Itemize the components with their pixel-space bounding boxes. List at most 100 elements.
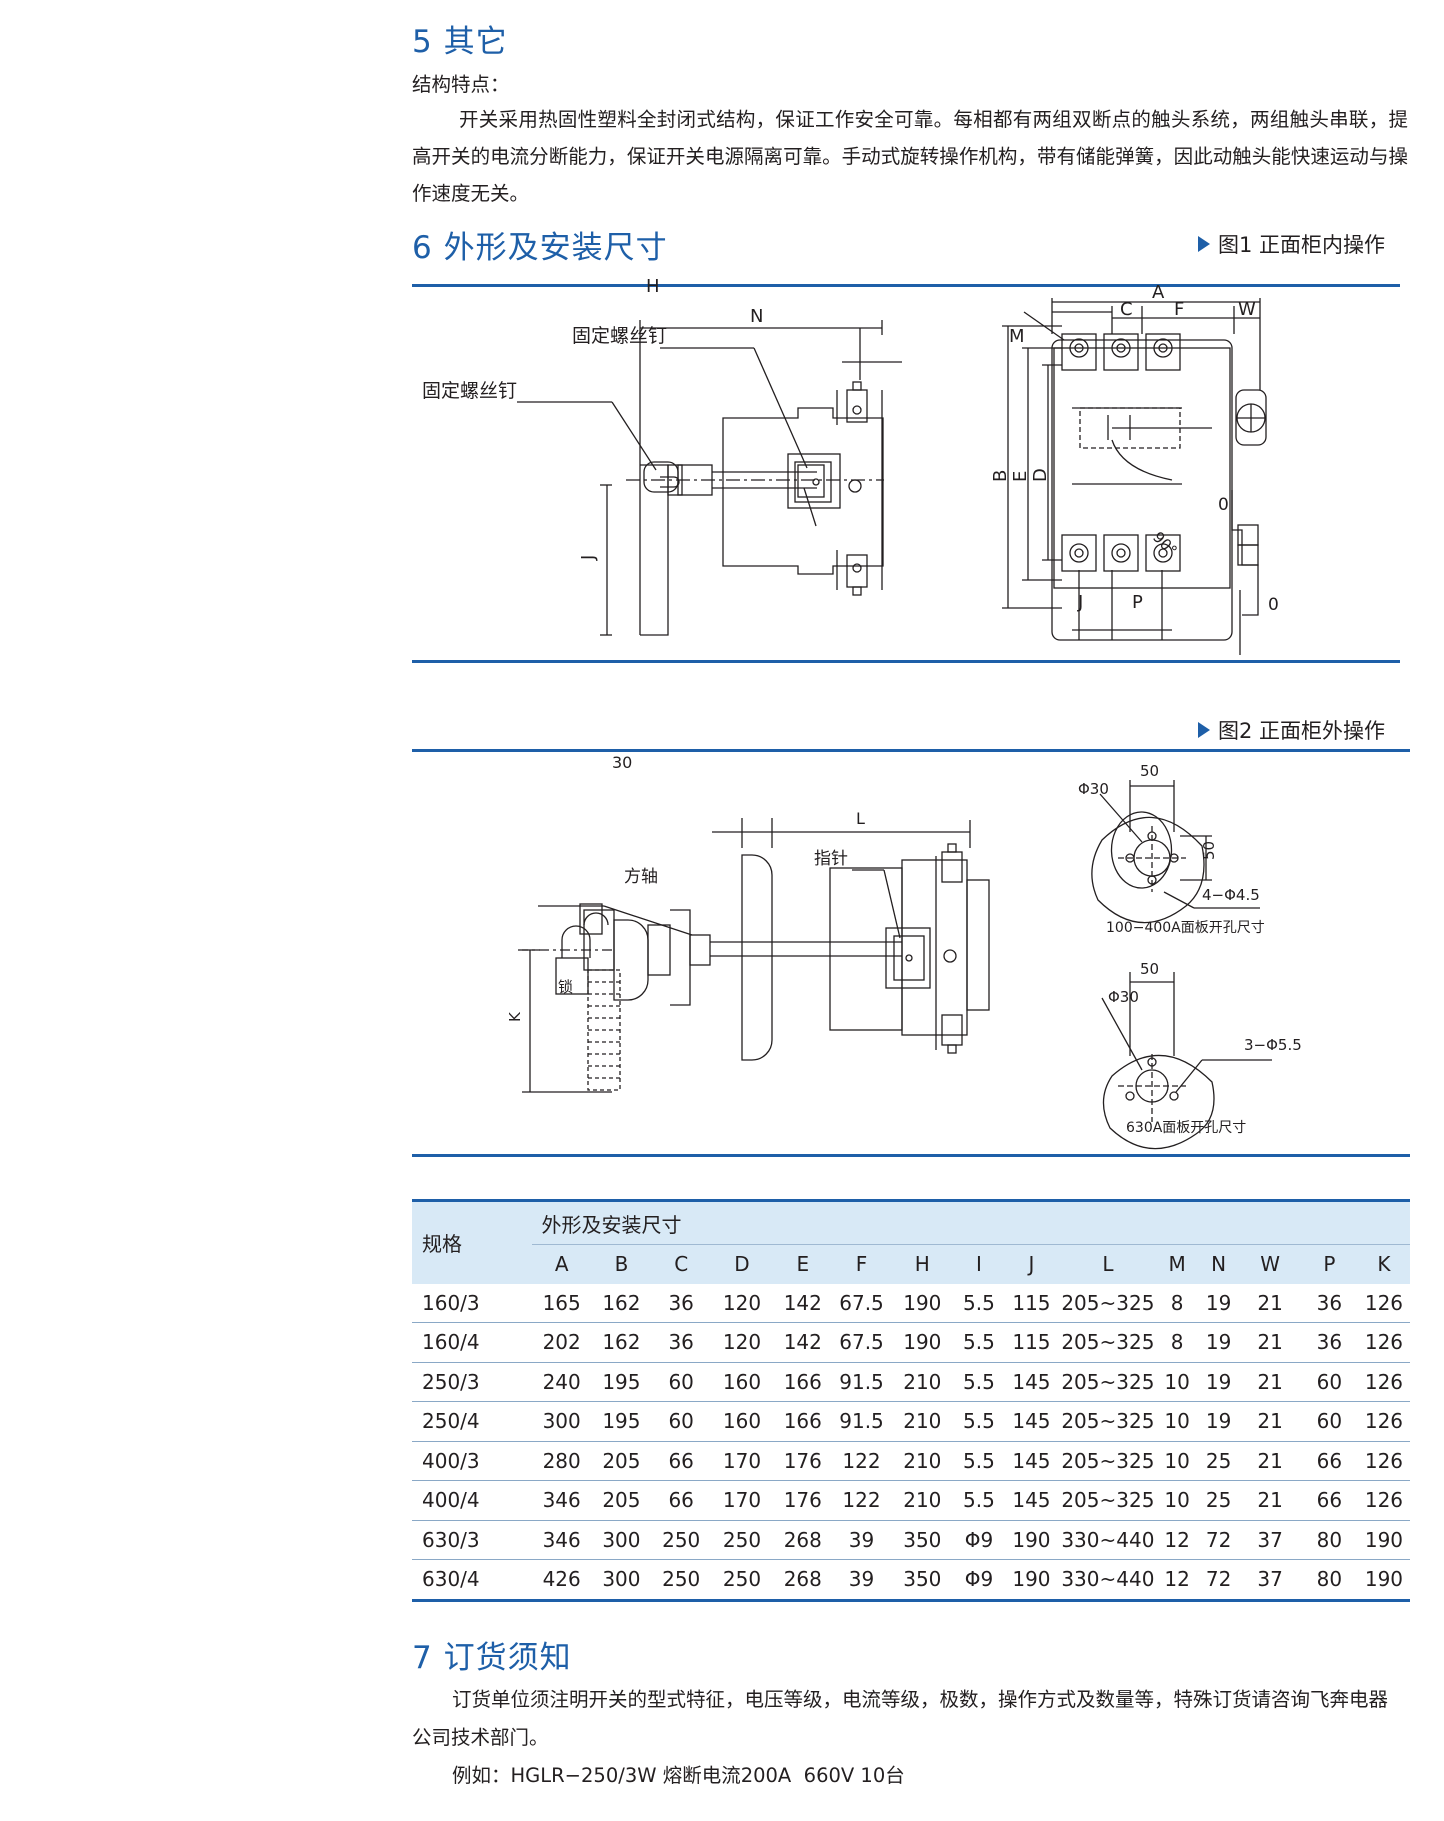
table-cell: 120 <box>711 1322 773 1363</box>
table-cell: 250 <box>651 1559 712 1602</box>
column-header: C <box>651 1244 712 1284</box>
panel1-phi30: Φ30 <box>1078 780 1109 798</box>
table-cell: 66 <box>651 1480 712 1521</box>
table-cell: 36 <box>1300 1322 1358 1363</box>
fig2-label: 图2 正面柜外操作 <box>1198 715 1385 745</box>
panel1-dim-50a: 50 <box>1140 762 1159 780</box>
column-header: N <box>1197 1244 1240 1284</box>
table-cell: 142 <box>772 1322 833 1363</box>
table-cell: 120 <box>711 1283 773 1323</box>
table-cell: 205~325 <box>1059 1480 1157 1521</box>
table-cell: 190 <box>890 1283 955 1323</box>
spec-cell: 400/4 <box>412 1480 532 1521</box>
table-cell: 268 <box>772 1559 833 1602</box>
table-cell: 330~440 <box>1059 1520 1157 1560</box>
section6-title: 6 外形及安装尺寸 <box>412 230 668 266</box>
table-cell: 115 <box>1003 1283 1060 1323</box>
table-cell: 160 <box>711 1362 773 1402</box>
table-cell: 205~325 <box>1059 1401 1157 1442</box>
table-cell: 122 <box>832 1441 891 1481</box>
table-cell: 190 <box>1003 1559 1060 1602</box>
table-cell: 39 <box>832 1520 891 1560</box>
fig1-drawing: H N 固定螺丝钉 固定螺丝钉 J M A C F W B E D 90° 0 … <box>422 276 1279 655</box>
table-cell: 205 <box>591 1441 652 1481</box>
table-cell: 205~325 <box>1059 1283 1157 1323</box>
group-header: 外形及安装尺寸 <box>531 1202 1410 1245</box>
table-cell: 300 <box>591 1520 652 1560</box>
table-cell: 21 <box>1239 1283 1301 1323</box>
spec-cell: 160/3 <box>412 1283 532 1323</box>
table-cell: 21 <box>1239 1480 1301 1521</box>
column-header: K <box>1357 1244 1410 1284</box>
table-cell: 5.5 <box>954 1441 1004 1481</box>
fig1-label-text: 图1 正面柜内操作 <box>1218 233 1386 257</box>
section7-paragraph: 订货单位须注明开关的型式特征，电压等级，电流等级，极数，操作方式及数量等，特殊订… <box>412 1688 1389 1749</box>
table-cell: 268 <box>772 1520 833 1560</box>
table-cell: 195 <box>591 1401 652 1442</box>
panel1-caption: 100−400A面板开孔尺寸 <box>1106 920 1265 936</box>
table-cell: 25 <box>1197 1480 1240 1521</box>
table-cell: 195 <box>591 1362 652 1402</box>
column-header: W <box>1239 1244 1301 1284</box>
table-cell: 19 <box>1197 1322 1240 1363</box>
table-cell: 346 <box>531 1480 592 1521</box>
table-cell: 122 <box>832 1480 891 1521</box>
table-cell: 66 <box>1300 1480 1358 1521</box>
table-cell: 190 <box>1357 1559 1410 1602</box>
table-cell: 21 <box>1239 1322 1301 1363</box>
fig2-drawing: 30 L 指针 方轴 锁 K Φ30 50 50 4−Φ4.5 100−400A… <box>506 753 1302 1150</box>
column-header: F <box>832 1244 891 1284</box>
table-cell: 300 <box>531 1401 592 1442</box>
table-cell: Φ9 <box>954 1559 1004 1602</box>
table-cell: 12 <box>1156 1559 1198 1602</box>
column-header: J <box>1003 1244 1060 1284</box>
fig1-dim-M: M <box>1009 326 1025 347</box>
column-header: H <box>890 1244 955 1284</box>
table-cell: 145 <box>1003 1480 1060 1521</box>
table-cell: 37 <box>1239 1520 1301 1560</box>
table-cell: 8 <box>1156 1283 1198 1323</box>
table-cell: 91.5 <box>832 1401 891 1442</box>
table-cell: 36 <box>651 1322 712 1363</box>
spec-cell: 160/4 <box>412 1322 532 1363</box>
table-cell: 330~440 <box>1059 1559 1157 1602</box>
table-cell: 210 <box>890 1401 955 1442</box>
fig2-label-text: 图2 正面柜外操作 <box>1218 719 1386 743</box>
table-cell: 10 <box>1156 1401 1198 1442</box>
fig2-top-rule <box>412 749 1410 752</box>
panel2-dim-50: 50 <box>1140 960 1159 978</box>
table-cell: 165 <box>531 1283 592 1323</box>
table-cell: 126 <box>1357 1480 1410 1521</box>
fig1-screw-label-1: 固定螺丝钉 <box>572 325 667 347</box>
table-cell: 205 <box>591 1480 652 1521</box>
table-cell: 210 <box>890 1480 955 1521</box>
table-cell: 21 <box>1239 1362 1301 1402</box>
table-cell: 202 <box>531 1322 592 1363</box>
table-cell: 67.5 <box>832 1322 891 1363</box>
column-header: I <box>954 1244 1004 1284</box>
table-cell: 162 <box>591 1283 652 1323</box>
table-cell: 5.5 <box>954 1283 1004 1323</box>
fig2-lock-label: 锁 <box>558 978 573 996</box>
section7-example: 例如：HGLR−250/3W 熔断电流200A 660V 10台 <box>452 1764 905 1787</box>
table-cell: 160 <box>711 1401 773 1442</box>
table-cell: 10 <box>1156 1441 1198 1481</box>
table-cell: 72 <box>1197 1520 1240 1560</box>
fig1-dim-B: B <box>990 470 1011 482</box>
spec-cell: 400/3 <box>412 1441 532 1481</box>
column-header: E <box>772 1244 833 1284</box>
section7-title: 7 订货须知 <box>412 1640 572 1676</box>
table-cell: 176 <box>772 1480 833 1521</box>
table-cell: 190 <box>1357 1520 1410 1560</box>
table-cell: 36 <box>1300 1283 1358 1323</box>
table-cell: 10 <box>1156 1480 1198 1521</box>
table-cell: 280 <box>531 1441 592 1481</box>
fig1-bottom-rule <box>412 660 1400 663</box>
table-cell: 426 <box>531 1559 592 1602</box>
table-cell: Φ9 <box>954 1520 1004 1560</box>
table-cell: 126 <box>1357 1283 1410 1323</box>
panel1-dim-50b: 50 <box>1200 841 1218 860</box>
fig2-dim-K: K <box>506 1011 524 1022</box>
